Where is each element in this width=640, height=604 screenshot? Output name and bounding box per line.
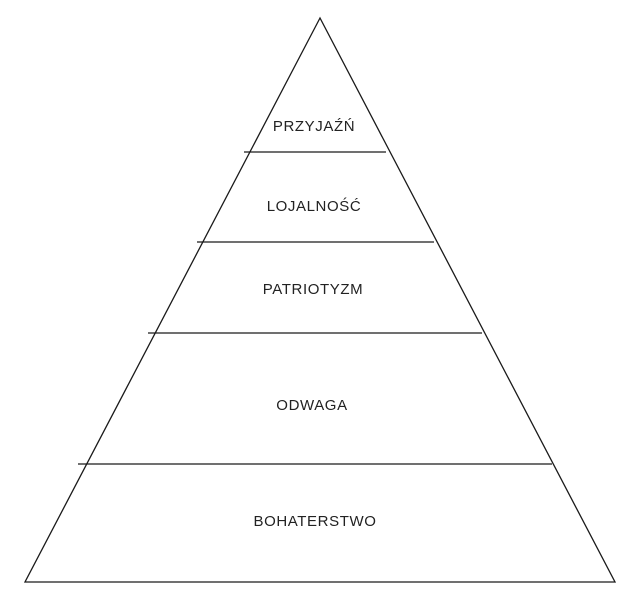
level-label-przyjazn: PRZYJAŹŃ — [273, 118, 355, 135]
pyramid-outline — [23, 16, 617, 583]
level-label-patriotyzm: PATRIOTYZM — [263, 281, 363, 298]
level-label-bohaterstwo: BOHATERSTWO — [254, 513, 377, 530]
level-label-odwaga: ODWAGA — [276, 397, 347, 414]
level-label-lojalnosc: LOJALNOŚĆ — [267, 197, 362, 215]
